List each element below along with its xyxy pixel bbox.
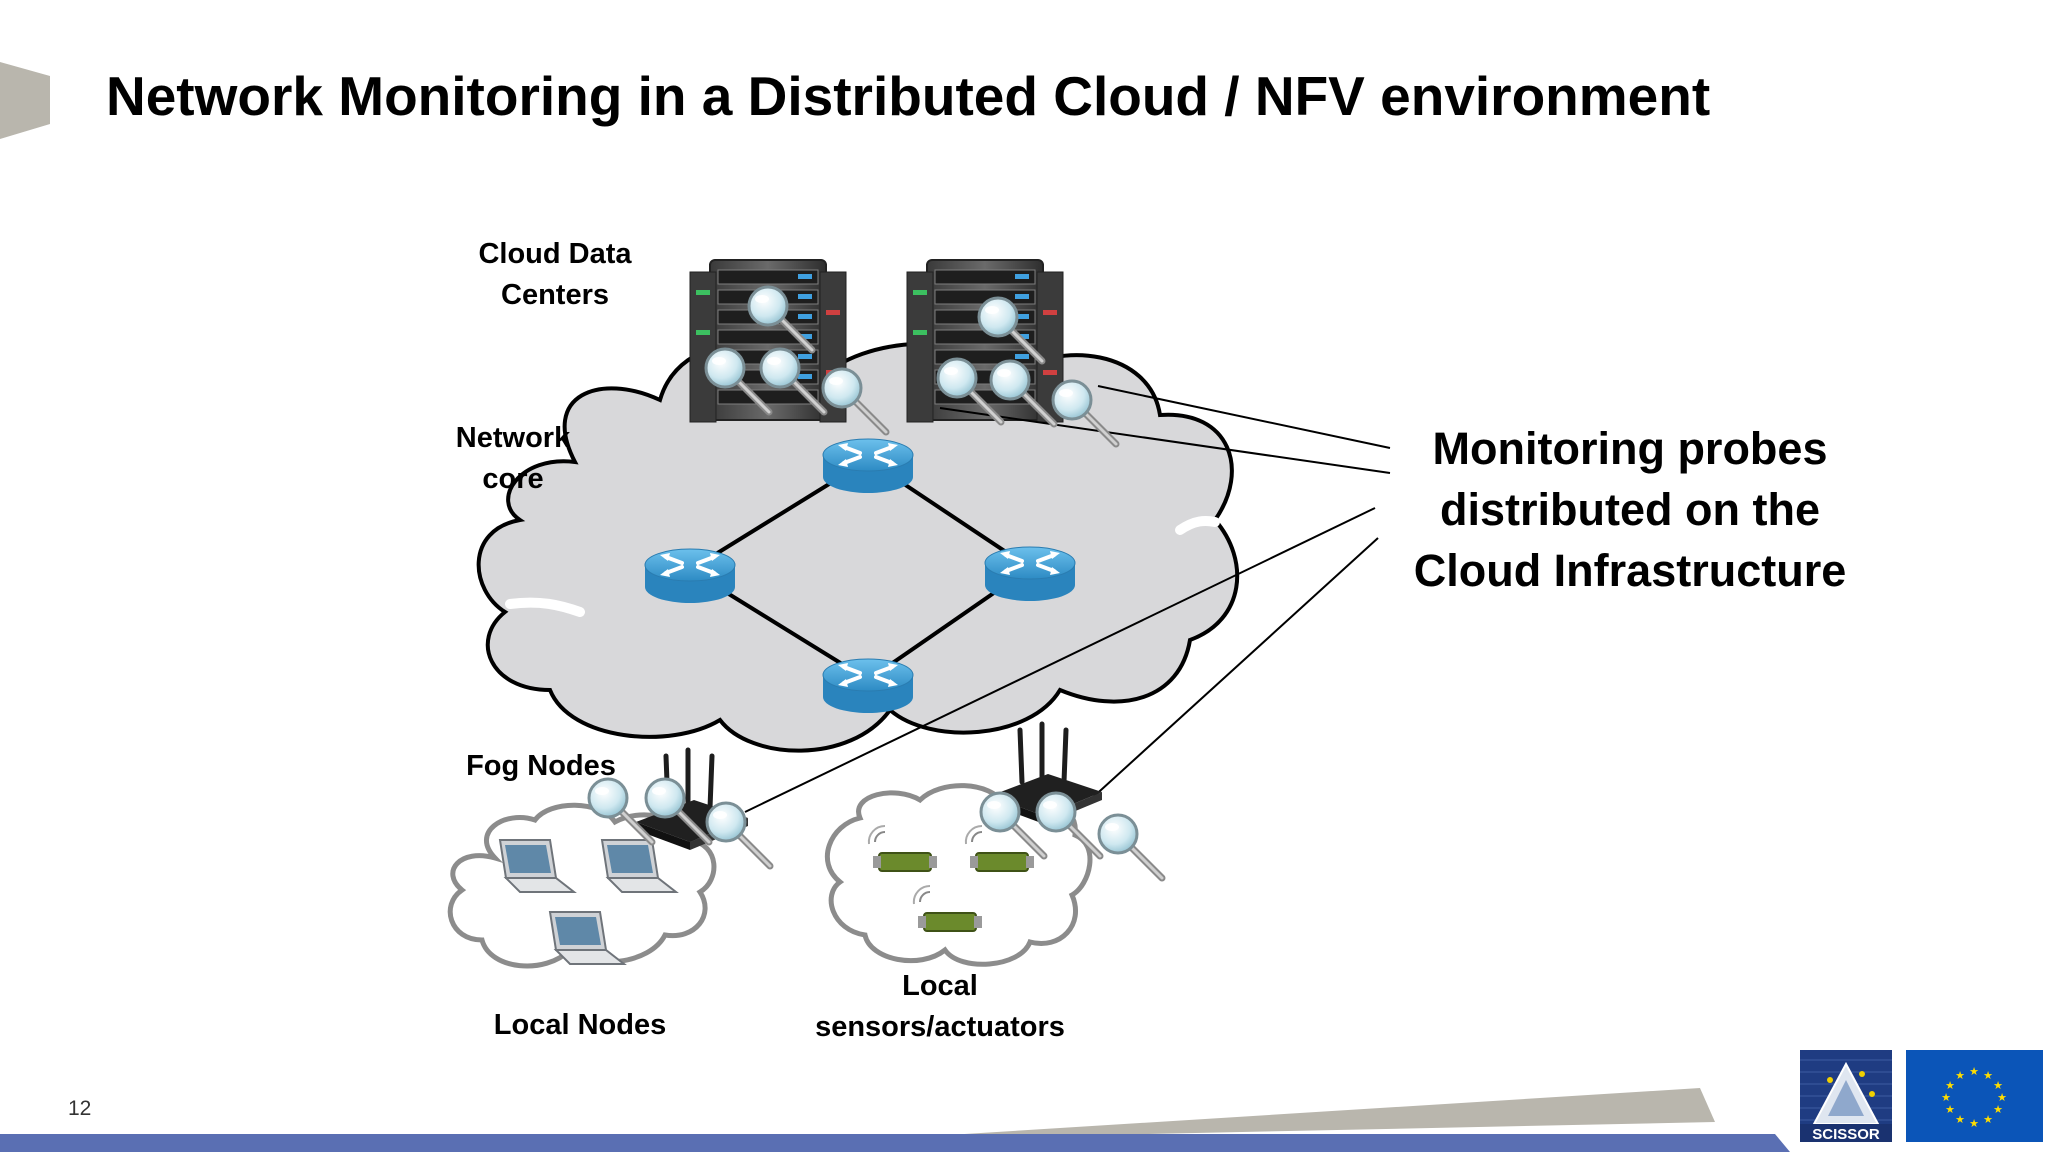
label-local-sensors-actuators: Local sensors/actuators (800, 966, 1080, 1048)
probe-icon (1099, 815, 1162, 878)
svg-text:★: ★ (1983, 1069, 1993, 1082)
label-fog-nodes: Fog Nodes (466, 750, 616, 782)
svg-text:★: ★ (1955, 1113, 1965, 1126)
svg-text:★: ★ (1945, 1103, 1955, 1116)
label-line: sensors/actuators (815, 1011, 1065, 1043)
label-network-core: Network core (440, 418, 586, 500)
probe-icon (707, 803, 770, 866)
svg-text:★: ★ (1945, 1079, 1955, 1092)
page-number: 12 (68, 1097, 92, 1120)
router-left (643, 547, 737, 605)
router-bottom (821, 657, 915, 715)
svg-text:★: ★ (1955, 1069, 1965, 1082)
callout-line: distributed on the (1440, 484, 1820, 535)
router-right (983, 545, 1077, 603)
callout-monitoring-probes: Monitoring probes distributed on the Clo… (1390, 418, 1870, 601)
svg-text:★: ★ (1969, 1117, 1979, 1130)
scissor-logo: SCISSOR (1800, 1050, 1892, 1142)
label-line: Network (455, 422, 571, 454)
svg-text:★: ★ (1993, 1079, 2003, 1092)
label-line: Centers (501, 279, 609, 311)
label-line: Cloud Data (478, 238, 632, 270)
sensors-cloud-shape (824, 783, 1093, 967)
svg-text:★: ★ (1993, 1103, 2003, 1116)
svg-text:★: ★ (1983, 1113, 1993, 1126)
corner-accent-shape (0, 62, 50, 139)
footer-accent-shape (900, 1088, 1715, 1138)
label-line: core (482, 463, 544, 495)
server-rack-left (689, 259, 847, 423)
scissor-logo-text: SCISSOR (1812, 1126, 1880, 1142)
label-cloud-data-centers: Cloud Data Centers (462, 234, 648, 316)
eu-flag-icon: ★ ★ ★ ★ ★ ★ ★ ★ ★ ★ ★ ★ (1906, 1050, 2043, 1142)
callout-line: Cloud Infrastructure (1413, 545, 1847, 596)
slide-title: Network Monitoring in a Distributed Clou… (106, 65, 1711, 127)
callout-line: Monitoring probes (1432, 423, 1828, 474)
svg-text:★: ★ (1997, 1091, 2007, 1104)
label-local-nodes: Local Nodes (493, 1009, 667, 1041)
svg-text:★: ★ (1941, 1091, 1951, 1104)
probe-callout-lines (744, 385, 1391, 813)
footer-band-tail (1740, 1134, 1790, 1152)
svg-text:★: ★ (1969, 1065, 1979, 1078)
server-rack-right (906, 259, 1064, 423)
router-top (821, 437, 915, 495)
footer-band (0, 1134, 1775, 1152)
label-line: Local (902, 970, 978, 1002)
